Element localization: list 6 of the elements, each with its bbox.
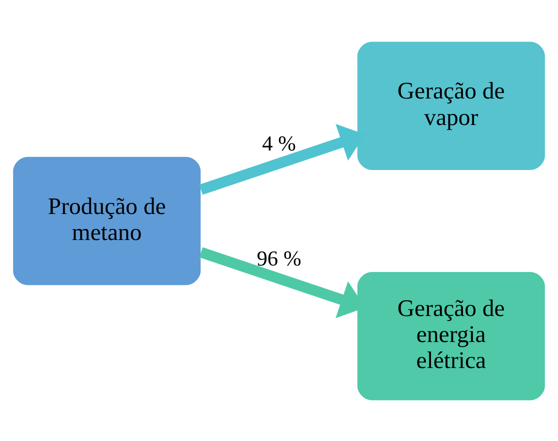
node-box: Geração de energia elétrica <box>357 272 545 400</box>
edge-label: 4 % <box>262 130 296 155</box>
edge-label: 96 % <box>256 246 302 270</box>
node-box: Geração de vapor <box>357 41 545 170</box>
arrow <box>199 123 366 194</box>
node-box: Produção de metano <box>13 156 201 285</box>
